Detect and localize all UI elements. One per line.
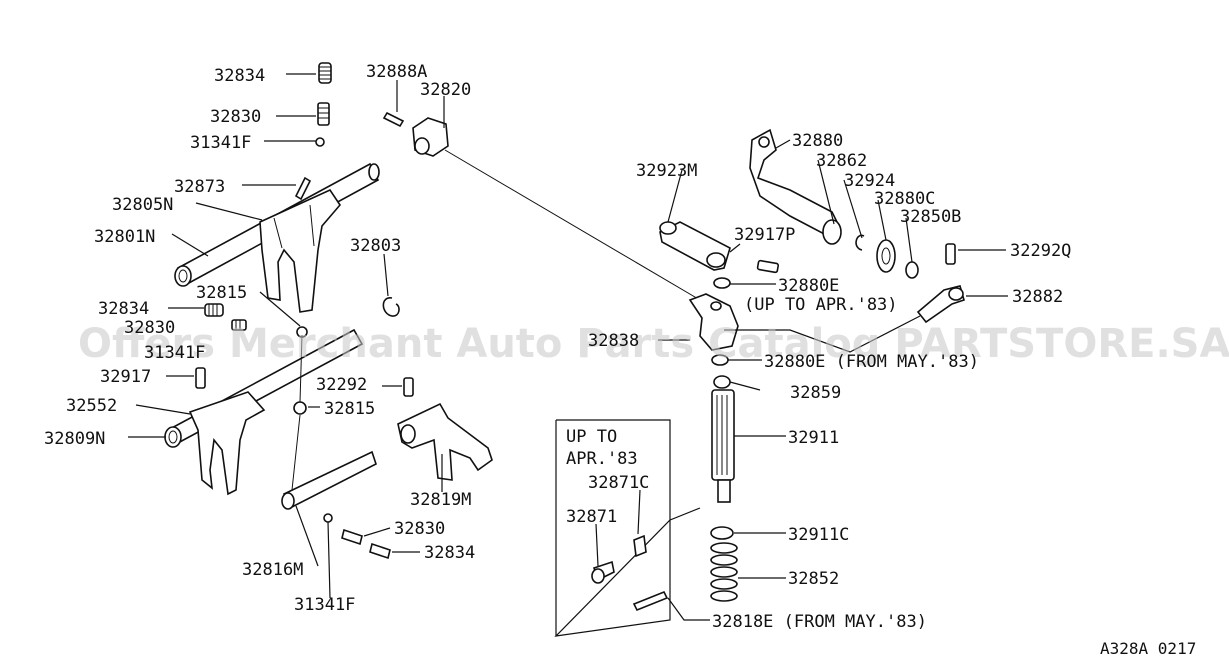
- label-32880e-b[interactable]: 32880E (FROM MAY.'83): [764, 352, 979, 372]
- label-32871c[interactable]: 32871C: [588, 473, 649, 493]
- spring-32834-bottom[interactable]: [369, 542, 391, 560]
- spring-32834-mid[interactable]: [204, 303, 224, 317]
- label-31341f-b[interactable]: 31341F: [144, 343, 205, 363]
- label-32882[interactable]: 32882: [1012, 287, 1063, 307]
- inset-title-line1: UP TO: [566, 427, 617, 447]
- label-32838[interactable]: 32838: [588, 331, 639, 351]
- leader-lines: [128, 73, 1008, 621]
- label-32820[interactable]: 32820: [420, 80, 471, 100]
- pin-32871[interactable]: [591, 560, 615, 584]
- label-32923m[interactable]: 32923M: [636, 161, 697, 181]
- label-32871[interactable]: 32871: [566, 507, 617, 527]
- label-32834-b[interactable]: 32834: [98, 299, 149, 319]
- ring-32924[interactable]: [855, 234, 865, 251]
- spring-32834-top[interactable]: [318, 62, 332, 84]
- label-32818e[interactable]: 32818E (FROM MAY.'83): [712, 612, 927, 632]
- label-32859[interactable]: 32859: [790, 383, 841, 403]
- label-32830-b[interactable]: 32830: [124, 318, 175, 338]
- label-32834-c[interactable]: 32834: [424, 543, 475, 563]
- label-32911[interactable]: 32911: [788, 428, 839, 448]
- shift-fork-32819m[interactable]: [397, 402, 493, 481]
- part-labels: 32834 32888A 32820 32830 31341F 32873 32…: [44, 62, 1196, 658]
- label-32911c[interactable]: 32911C: [788, 525, 849, 545]
- shift-fork-32552[interactable]: [188, 391, 266, 496]
- bush-32850b[interactable]: [905, 261, 919, 279]
- label-32803[interactable]: 32803: [350, 236, 401, 256]
- arm-32923m[interactable]: [659, 221, 731, 271]
- label-32850b[interactable]: 32850B: [900, 207, 961, 227]
- label-32852[interactable]: 32852: [788, 569, 839, 589]
- collar-32820[interactable]: [412, 117, 449, 157]
- label-31341f-c[interactable]: 31341F: [294, 595, 355, 615]
- label-32805n[interactable]: 32805N: [112, 195, 173, 215]
- pin-32818e[interactable]: [632, 590, 669, 612]
- spring-32830-top[interactable]: [317, 102, 330, 126]
- diagram-code: A328A 0217: [1100, 639, 1196, 658]
- label-32292[interactable]: 32292: [316, 375, 367, 395]
- pin-32917p[interactable]: [756, 259, 780, 274]
- pin-32873[interactable]: [294, 176, 312, 201]
- label-32862[interactable]: 32862: [816, 151, 867, 171]
- label-32917[interactable]: 32917: [100, 367, 151, 387]
- ball-31341f-top[interactable]: [315, 137, 325, 147]
- label-32880[interactable]: 32880: [792, 131, 843, 151]
- shift-fork-32805n[interactable]: [259, 188, 342, 313]
- shift-rail-32816m[interactable]: [281, 450, 377, 510]
- spring-32830-bottom[interactable]: [341, 528, 363, 546]
- label-32880c[interactable]: 32880C: [874, 189, 935, 209]
- inset-box: [554, 419, 701, 637]
- pin-32917[interactable]: [195, 367, 206, 389]
- label-32552[interactable]: 32552: [66, 396, 117, 416]
- inset-title-line2: APR.'83: [566, 449, 638, 469]
- bush-32859[interactable]: [713, 375, 731, 389]
- bushing-32862[interactable]: [822, 219, 842, 245]
- ball-31341f-bottom[interactable]: [323, 513, 333, 523]
- label-32801n[interactable]: 32801N: [94, 227, 155, 247]
- label-up-to-apr-83: (UP TO APR.'83): [744, 295, 898, 315]
- clip-32871c[interactable]: [633, 534, 647, 558]
- washer-32911c[interactable]: [710, 526, 734, 540]
- label-32873[interactable]: 32873: [174, 177, 225, 197]
- label-32834-a[interactable]: 32834: [214, 66, 265, 86]
- label-32924[interactable]: 32924: [844, 171, 895, 191]
- washer-32880c[interactable]: [876, 239, 896, 273]
- label-32816m[interactable]: 32816M: [242, 560, 303, 580]
- label-32809n[interactable]: 32809N: [44, 429, 105, 449]
- pin-32888a[interactable]: [382, 111, 405, 128]
- pin-32292[interactable]: [403, 377, 414, 397]
- label-32830-a[interactable]: 32830: [210, 107, 261, 127]
- label-32888a[interactable]: 32888A: [366, 62, 427, 82]
- pin-32292q[interactable]: [945, 243, 956, 265]
- label-32917p[interactable]: 32917P: [734, 225, 795, 245]
- label-32292q[interactable]: 32292Q: [1010, 241, 1071, 261]
- selector-32838[interactable]: [688, 293, 739, 351]
- label-32880e-a[interactable]: 32880E: [778, 276, 839, 296]
- washer-32880e-a[interactable]: [713, 277, 731, 289]
- arm-32882[interactable]: [916, 285, 965, 324]
- spring-32852[interactable]: [710, 542, 738, 602]
- label-32815-b[interactable]: 32815: [324, 399, 375, 419]
- label-31341f-a[interactable]: 31341F: [190, 133, 251, 153]
- spring-32830-mid[interactable]: [231, 319, 247, 331]
- shaft-32911[interactable]: [711, 389, 735, 503]
- label-32830-c[interactable]: 32830: [394, 519, 445, 539]
- label-32815-a[interactable]: 32815: [196, 283, 247, 303]
- watermark: Offers Merchant Auto Parts Catalog PARTS…: [78, 321, 1229, 367]
- ball-32815-b[interactable]: [293, 401, 307, 415]
- shift-lever-32880[interactable]: [749, 128, 842, 237]
- label-32819m[interactable]: 32819M: [410, 490, 471, 510]
- snap-ring-32803[interactable]: [382, 297, 400, 317]
